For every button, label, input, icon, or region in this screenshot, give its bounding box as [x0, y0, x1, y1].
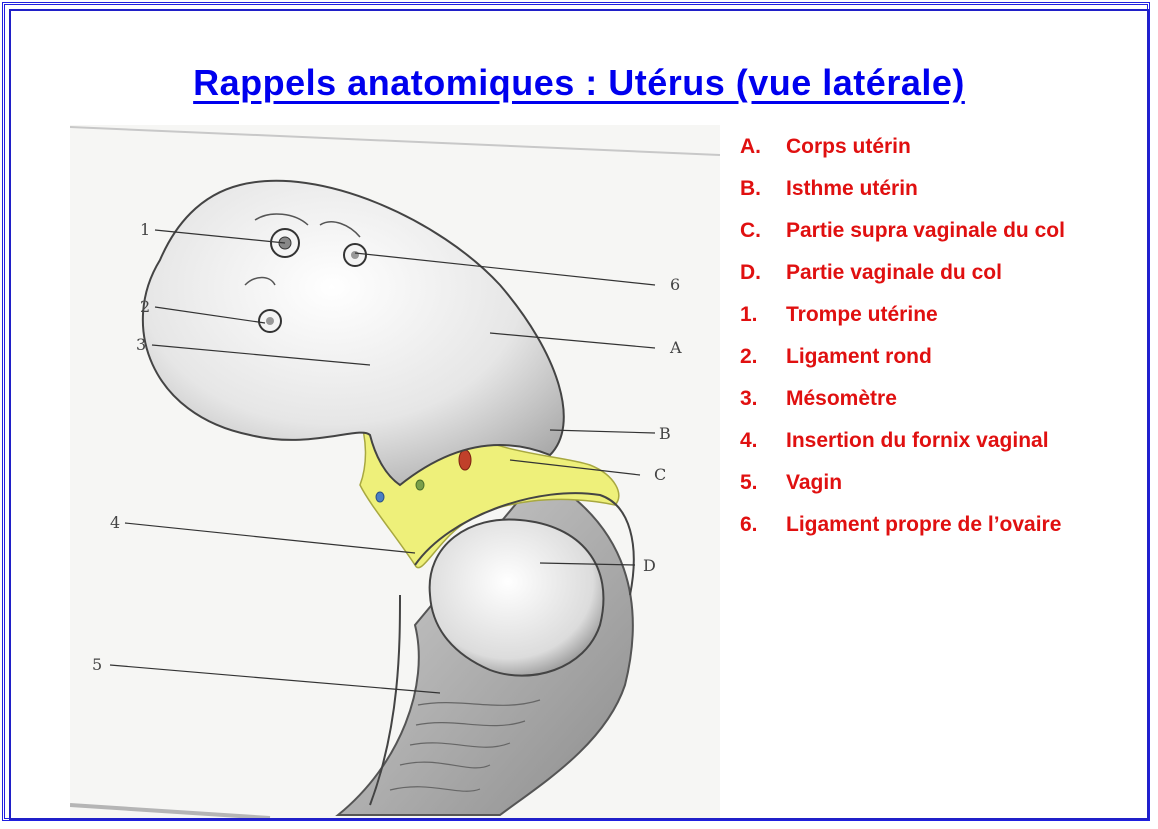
uterus-drawing: 1 2 3 4 5 6 A B C D	[70, 125, 720, 818]
legend-item-3: 3. Mésomètre	[740, 386, 1140, 412]
legend-key: 5.	[740, 470, 786, 496]
legend-item-6: 6. Ligament propre de l’ovaire	[740, 512, 1140, 538]
legend-list: A. Corps utérin B. Isthme utérin C. Part…	[740, 134, 1140, 554]
callout-2: 2	[140, 297, 150, 316]
legend-key: D.	[740, 260, 786, 286]
page-title: Rappels anatomiques : Utérus (vue latéra…	[0, 62, 1158, 104]
legend-key: 3.	[740, 386, 786, 412]
legend-key: 2.	[740, 344, 786, 370]
legend-text: Ligament rond	[786, 344, 1126, 370]
legend-key: B.	[740, 176, 786, 202]
uterine-body	[143, 181, 564, 485]
callout-B: B	[659, 424, 671, 443]
legend-item-2: 2. Ligament rond	[740, 344, 1140, 370]
callout-D: D	[643, 556, 656, 575]
legend-text: Ligament propre de l’ovaire	[786, 512, 1126, 538]
legend-text: Trompe utérine	[786, 302, 1126, 328]
callout-5: 5	[92, 655, 102, 674]
legend-text: Insertion du fornix vaginal	[786, 428, 1126, 454]
callout-1: 1	[140, 220, 150, 239]
legend-item-D: D. Partie vaginale du col	[740, 260, 1140, 286]
legend-text: Partie supra vaginale du col	[786, 218, 1126, 244]
legend-text: Partie vaginale du col	[786, 260, 1126, 286]
legend-key: 1.	[740, 302, 786, 328]
callout-C: C	[654, 465, 666, 484]
legend-item-A: A. Corps utérin	[740, 134, 1140, 160]
callout-6: 6	[670, 275, 680, 294]
page-edge-bottom	[70, 805, 270, 818]
legend-key: 4.	[740, 428, 786, 454]
callout-A: A	[669, 338, 682, 357]
legend-text: Corps utérin	[786, 134, 1126, 160]
legend-item-4: 4. Insertion du fornix vaginal	[740, 428, 1140, 454]
legend-key: A.	[740, 134, 786, 160]
legend-item-B: B. Isthme utérin	[740, 176, 1140, 202]
legend-item-1: 1. Trompe utérine	[740, 302, 1140, 328]
legend-key: C.	[740, 218, 786, 244]
legend-text: Mésomètre	[786, 386, 1126, 412]
legend-text: Isthme utérin	[786, 176, 1126, 202]
uterus-illustration: 1 2 3 4 5 6 A B C D	[70, 125, 720, 818]
callout-3: 3	[136, 335, 146, 354]
legend-item-5: 5. Vagin	[740, 470, 1140, 496]
legend-text: Vagin	[786, 470, 1126, 496]
legend-key: 6.	[740, 512, 786, 538]
callout-4: 4	[110, 513, 120, 532]
legend-item-C: C. Partie supra vaginale du col	[740, 218, 1140, 244]
page-edge-top	[70, 127, 720, 155]
